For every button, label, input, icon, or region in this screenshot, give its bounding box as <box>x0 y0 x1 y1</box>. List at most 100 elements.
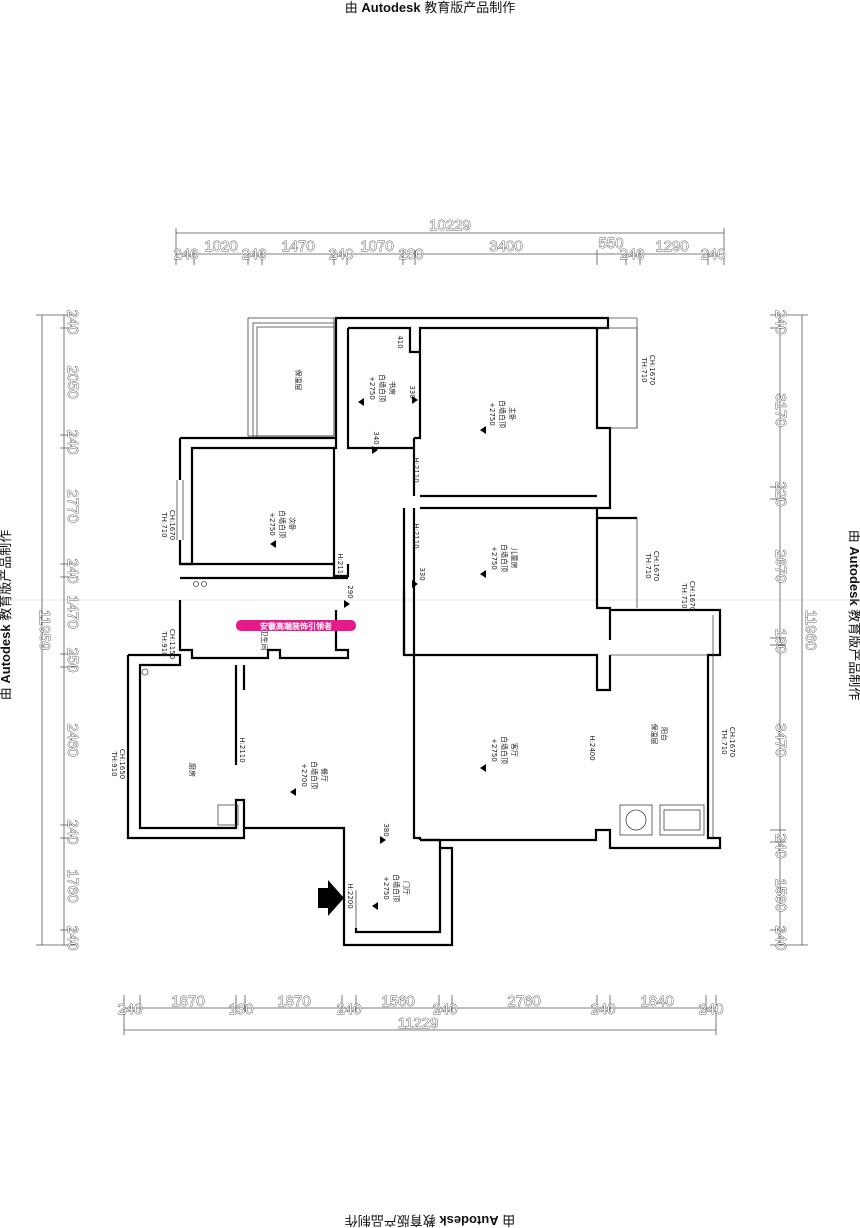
beam-label: 410 <box>396 335 404 348</box>
room-balcony-right-sub: 保温层 <box>650 724 659 745</box>
dim-bottom-seg: 1870 <box>171 993 204 1010</box>
window-ch-label: CH:1670 <box>648 355 656 385</box>
dim-right-seg: 3470 <box>772 723 789 756</box>
room-dining-height: +2700 <box>300 763 308 787</box>
dim-top-seg: 240 <box>700 246 725 263</box>
dim-right-seg: 2670 <box>772 549 789 582</box>
watermark-bottom: 由 Autodesk 教育版产品制作 <box>345 1213 516 1228</box>
room-entry: 门厅 <box>402 881 411 895</box>
dim-top-seg: 240 <box>173 246 198 263</box>
annotations: H:2110 H:2110 H:2110 H:2110 H:2400 H:220… <box>110 335 736 910</box>
dim-right-seg: 3170 <box>772 393 789 426</box>
dim-left-seg: 240 <box>64 925 81 950</box>
room-labels: 保温层 书房 白墙白顶 +2750 主卧 白墙白顶 +2750 次卧 白墙白顶 … <box>188 370 669 903</box>
window-th-label: TH:710 <box>644 552 652 578</box>
dim-bottom-seg: 240 <box>432 1001 457 1018</box>
window-th-label: TH:710 <box>160 511 168 537</box>
dim-top-seg: 240 <box>619 246 644 263</box>
dim-left-total: 11959 <box>36 610 53 651</box>
dim-left-seg: 2460 <box>64 723 81 756</box>
beam-label: 380 <box>382 823 390 836</box>
door-height-label: H:2110 <box>412 457 420 482</box>
right-dimensions: 240 3170 220 2670 130 3470 240 1580 240 … <box>770 309 819 951</box>
dim-top-seg: 230 <box>398 246 423 263</box>
dim-top-seg: 1290 <box>655 238 688 255</box>
door-height-label: H:2200 <box>346 883 354 908</box>
room-second: 次卧 <box>288 517 297 531</box>
door-height-label: H:2110 <box>412 523 420 548</box>
dim-top-total: 10229 <box>429 217 471 234</box>
window-th-label: TH:710 <box>680 582 688 608</box>
dim-bottom-seg: 130 <box>228 1001 253 1018</box>
room-entry-note: 白墙白顶 <box>392 874 401 902</box>
dim-top-seg: 240 <box>241 246 266 263</box>
beam-label: 330 <box>418 567 426 580</box>
room-dining: 餐厅 <box>320 768 329 782</box>
dim-left-seg: 250 <box>64 647 81 672</box>
room-kids: 儿童房 <box>510 548 519 569</box>
room-kids-note: 白墙白顶 <box>500 544 509 572</box>
window-th-label: TH:710 <box>640 356 648 382</box>
room-study-height: +2750 <box>368 376 376 400</box>
room-study: 书房 <box>388 381 397 395</box>
watermark-left: 由 Autodesk 教育版产品制作 <box>0 530 13 701</box>
window-ch-label: CH:1150 <box>168 629 176 659</box>
door-height-label: H:2110 <box>336 553 344 578</box>
room-balcony-top: 保温层 <box>294 370 303 391</box>
window-ch-label: CH:1670 <box>652 551 660 581</box>
room-living: 客厅 <box>510 743 519 757</box>
dim-left-seg: 2050 <box>64 365 81 398</box>
window-th-label: TH:910 <box>110 750 118 776</box>
room-living-height: +2750 <box>490 738 498 762</box>
dim-left-seg: 240 <box>64 309 81 334</box>
door-height-label: H:2110 <box>238 737 246 762</box>
room-study-note: 白墙白顶 <box>378 374 387 402</box>
dim-left-seg: 1760 <box>64 869 81 902</box>
beam-label: 330 <box>408 385 416 398</box>
dim-left-seg: 240 <box>64 819 81 844</box>
bottom-dimensions: 240 1870 130 1870 240 1560 240 2760 240 … <box>117 993 724 1035</box>
dim-left-seg: 2770 <box>64 489 81 522</box>
room-balcony-right: 阳台 <box>660 727 669 741</box>
dim-right-total: 11960 <box>802 610 819 651</box>
dim-left-seg: 240 <box>64 558 81 583</box>
dim-bottom-total: 11229 <box>398 1015 439 1032</box>
door-height-label: H:2400 <box>588 735 596 760</box>
dim-bottom-seg: 240 <box>698 1001 723 1018</box>
dim-right-seg: 240 <box>772 925 789 950</box>
dim-top-seg: 1020 <box>204 238 237 255</box>
dim-bottom-seg: 1560 <box>381 993 414 1010</box>
left-dimensions: 240 2050 240 2770 240 1470 250 2460 240 … <box>36 309 82 951</box>
room-bathroom: 卫生间 <box>260 630 269 651</box>
dim-top-seg: 3400 <box>489 238 522 255</box>
dim-right-seg: 1580 <box>772 878 789 911</box>
window-th-label: TH:710 <box>720 728 728 754</box>
dim-bottom-seg: 2760 <box>507 993 540 1010</box>
room-master-height: +2750 <box>488 402 496 426</box>
room-kitchen: 厨房 <box>188 763 197 777</box>
room-second-height: +2750 <box>268 512 276 536</box>
dim-right-seg: 240 <box>772 833 789 858</box>
window-ch-label: CH:1670 <box>688 581 696 611</box>
room-dining-note: 白墙白顶 <box>310 761 319 789</box>
dim-left-seg: 1470 <box>64 595 81 628</box>
dim-bottom-seg: 1870 <box>277 993 310 1010</box>
dim-right-seg: 220 <box>772 481 789 506</box>
watermark-right: 由 Autodesk 教育版产品制作 <box>847 530 860 701</box>
svg-text:安徽高端装饰引领者: 安徽高端装饰引领者 <box>260 621 332 631</box>
dim-top-seg: 240 <box>328 246 353 263</box>
dim-top-seg: 1070 <box>360 238 393 255</box>
dim-right-seg: 240 <box>772 309 789 334</box>
room-master: 主卧 <box>508 407 517 421</box>
dim-top-seg: 550 <box>598 235 623 252</box>
window-th-label: TH:910 <box>160 630 168 656</box>
entry-arrow-icon <box>318 880 344 916</box>
dim-top-seg: 1470 <box>281 238 314 255</box>
dim-bottom-seg: 240 <box>117 1001 142 1018</box>
beam-label: 290 <box>346 585 354 598</box>
brand-badge: 安徽高端装饰引领者 <box>236 620 356 631</box>
room-kids-height: +2750 <box>490 546 498 570</box>
window-ch-label: CH:1650 <box>118 749 126 779</box>
room-living-note: 白墙白顶 <box>500 736 509 764</box>
top-dimensions: 10229 240 1020 240 1470 240 1070 230 340… <box>173 217 726 265</box>
